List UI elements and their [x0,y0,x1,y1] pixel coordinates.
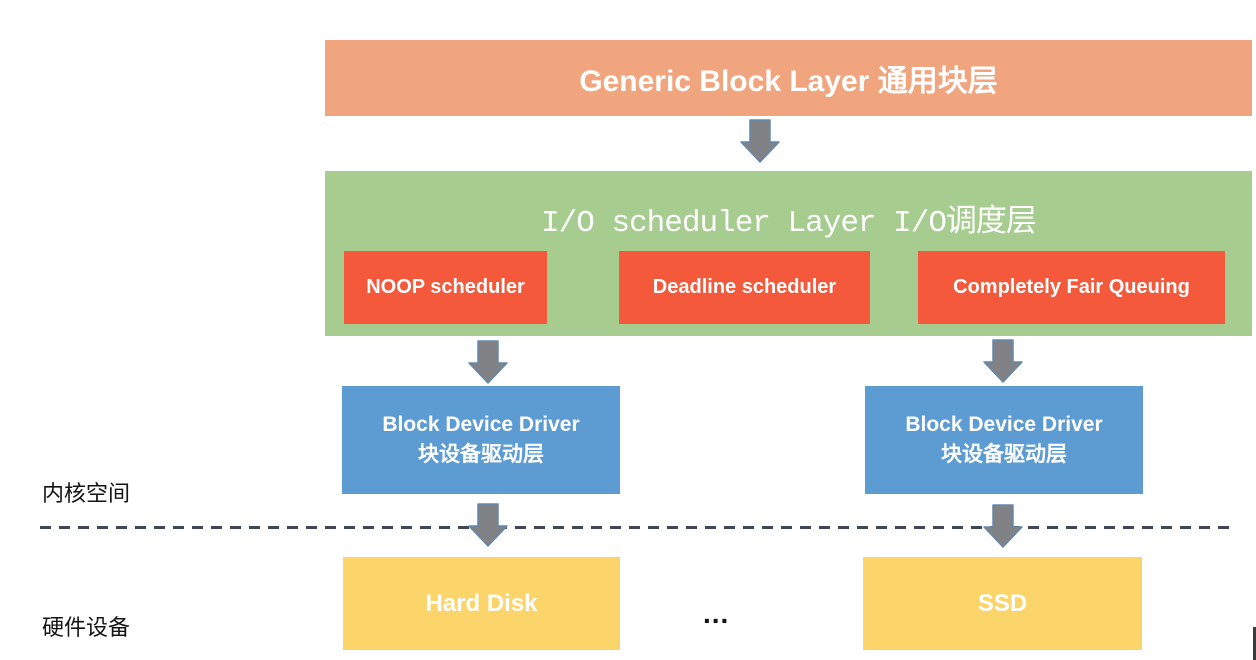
block-device-driver-box-right: Block Device Driver 块设备驱动层 [865,386,1143,494]
block-device-driver-box-left: Block Device Driver 块设备驱动层 [342,386,620,494]
hard-disk-box: Hard Disk [343,557,620,650]
down-arrow-icon [983,339,1023,383]
deadline-scheduler-box: Deadline scheduler [619,251,870,324]
kernel-space-label: 内核空间 [42,482,131,507]
kernel-hardware-divider [40,526,1233,529]
down-arrow-icon [983,504,1023,548]
block-device-driver-label-zh: 块设备驱动层 [941,443,1067,466]
deadline-scheduler-label: Deadline scheduler [652,276,837,298]
noop-scheduler-label: NOOP scheduler [366,276,525,298]
cfq-scheduler-label: Completely Fair Queuing [953,276,1190,298]
ssd-box: SSD [863,557,1142,650]
block-device-driver-label-en: Block Device Driver [905,412,1103,436]
down-arrow-icon [740,119,780,163]
noop-scheduler-box: NOOP scheduler [344,251,547,324]
cfq-scheduler-box: Completely Fair Queuing [918,251,1225,324]
hard-disk-label: Hard Disk [425,589,538,617]
more-devices-ellipsis: ... [703,598,730,629]
ssd-label: SSD [977,589,1028,617]
generic-block-layer-label: Generic Block Layer 通用块层 [579,65,998,98]
generic-block-layer-box: Generic Block Layer 通用块层 [325,40,1252,116]
io-scheduler-layer-label: I/O scheduler Layer I/O调度层 [541,206,1037,241]
down-arrow-icon [468,503,508,547]
down-arrow-icon [468,340,508,384]
block-device-driver-label-en: Block Device Driver [382,412,580,436]
screen-edge-artifact [1253,627,1256,660]
hardware-device-label: 硬件设备 [42,616,131,641]
block-device-driver-label-zh: 块设备驱动层 [418,443,544,466]
